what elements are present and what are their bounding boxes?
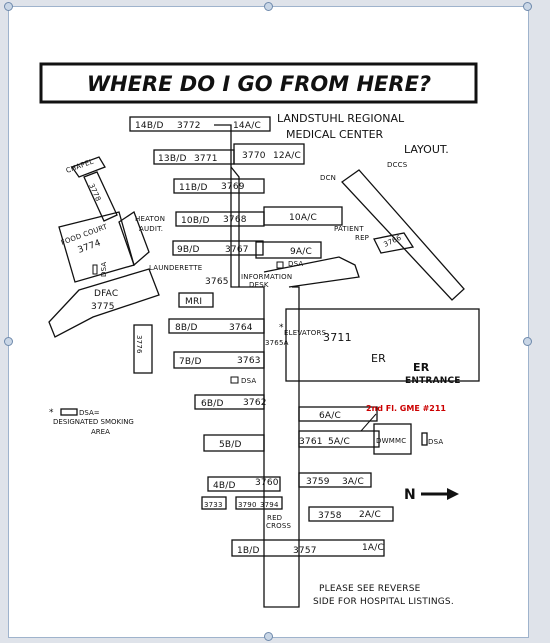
wing-5-num: 3761 — [299, 437, 323, 447]
wing-5-left: 5B/D — [219, 440, 242, 450]
block-3794: 3794 — [260, 501, 279, 509]
wing-9-num: 3767 — [225, 245, 249, 255]
wing-5-right: 5A/C — [328, 437, 350, 447]
title-box — [39, 62, 478, 104]
info-line2: DESK — [249, 281, 269, 289]
wing-10-left: 10B/D — [181, 216, 210, 226]
elevator-star: * — [279, 323, 284, 333]
elevators-label: ELEVATORS — [284, 329, 327, 337]
food-court-num: 3774 — [77, 238, 103, 256]
heaton-line2: AUDIT. — [139, 225, 163, 233]
er-entrance-line1: ER — [413, 361, 430, 374]
wing-11-num: 3769 — [221, 182, 245, 192]
dfac-num: 3775 — [91, 302, 115, 312]
wing-10-right: 10A/C — [289, 213, 317, 223]
bldg-3776: 3776 — [135, 335, 143, 354]
wing-3765-num: 3765 — [205, 277, 229, 287]
info-line1: INFORMATION — [241, 273, 292, 281]
footer-line1: PLEASE SEE REVERSE — [319, 584, 421, 594]
legend-star: * — [49, 408, 54, 418]
wing-8-num: 3764 — [229, 323, 253, 333]
wing-2-right: 2A/C — [359, 510, 381, 520]
wing-14-left: 14B/D — [135, 121, 164, 131]
facility-name-line1: LANDSTUHL REGIONAL — [277, 112, 405, 125]
gme-arrow — [360, 413, 377, 432]
wing-7-num: 3763 — [237, 356, 261, 366]
red-cross-line1: RED — [267, 514, 282, 522]
wing-14-num: 3772 — [177, 121, 201, 131]
dcn-label: DCN — [320, 174, 336, 182]
dsa-info: DSA — [288, 260, 303, 268]
wing-10-num: 3768 — [223, 215, 247, 225]
resize-handle-top-right[interactable] — [523, 2, 532, 11]
wing-6-right: 6A/C — [319, 411, 341, 421]
legend-line2: DESIGNATED SMOKING — [53, 418, 134, 426]
resize-handle-left[interactable] — [4, 337, 13, 346]
main-bldg-num: 3711 — [323, 331, 352, 344]
red-cross-line2: CROSS — [266, 522, 292, 530]
er-entrance-line2: ENTRANCE — [405, 376, 461, 386]
wing-mri: MRI — [185, 297, 202, 307]
launderette-label: LAUNDERETTE — [149, 264, 202, 272]
facility-name-line3: LAYOUT. — [404, 143, 449, 156]
wing-8-left: 8B/D — [175, 323, 198, 333]
svg-text:N: N — [404, 487, 416, 503]
chapel-num: 3778 — [87, 182, 102, 202]
legend-line3: AREA — [91, 428, 110, 436]
patient-rep-line1: PATIENT — [334, 225, 364, 233]
wing-11-left: 11B/D — [179, 183, 208, 193]
map-canvas: WHERE DO I GO FROM HERE? LANDSTUHL REGIO… — [8, 6, 529, 638]
wing-4-num: 3760 — [255, 478, 279, 488]
map-title: WHERE DO I GO FROM HERE? — [87, 72, 431, 96]
wing-6-left: 6B/D — [201, 399, 224, 409]
wing-13-left: 13B/D — [158, 154, 187, 164]
north-arrow: N — [404, 487, 459, 503]
resize-handle-bottom[interactable] — [264, 632, 273, 641]
wing-9-left: 9B/D — [177, 245, 200, 255]
heaton-line1: HEATON — [135, 215, 165, 223]
footer-line2: SIDE FOR HOSPITAL LISTINGS. — [313, 597, 454, 607]
block-3733: 3733 — [204, 501, 223, 509]
wing-6-num: 3762 — [243, 398, 267, 408]
wing-14-right: 14A/C — [233, 121, 261, 131]
dwmmc-label: DWMMC — [376, 437, 406, 445]
patient-rep-line2: REP — [355, 234, 369, 242]
wing-9-right: 9A/C — [290, 247, 312, 257]
wing-4-left: 4B/D — [213, 481, 236, 491]
resize-handle-top[interactable] — [264, 2, 273, 11]
hospital-map: WHERE DO I GO FROM HERE? LANDSTUHL REGIO… — [39, 62, 480, 608]
wing-1-left: 1B/D — [237, 546, 260, 556]
gme-note: 2nd Fl. GME #211 — [366, 404, 446, 413]
wing-12-right: 12A/C — [273, 151, 301, 161]
dsa-wing7: DSA — [241, 377, 256, 385]
num-3765a: 3765A — [265, 339, 289, 347]
wing-3-right: 3A/C — [342, 477, 364, 487]
wing-3-num: 3759 — [306, 477, 330, 487]
wing-7-left: 7B/D — [179, 357, 202, 367]
resize-handle-right[interactable] — [523, 337, 532, 346]
er-label: ER — [371, 352, 386, 365]
wing-2-num: 3758 — [318, 511, 342, 521]
block-3790: 3790 — [238, 501, 257, 509]
building-outlines — [48, 116, 480, 608]
resize-handle-top-left[interactable] — [4, 2, 13, 11]
wing-13-num: 3771 — [194, 154, 218, 164]
num-3766: 3766 — [382, 234, 403, 249]
wing-1-right: 1A/C — [362, 543, 384, 553]
wing-1-num: 3757 — [293, 546, 317, 556]
facility-name-line2: MEDICAL CENTER — [286, 128, 384, 141]
wing-labels: 14B/D 3772 14A/C 13B/D 3771 3770 12A/C 1… — [135, 121, 384, 556]
wing-12-num: 3770 — [242, 151, 266, 161]
dccs-label: DCCS — [387, 161, 408, 169]
legend-line1: DSA= — [79, 409, 100, 417]
dsa-dwmmc: DSA — [428, 438, 443, 446]
dsa-foodcourt: DSA — [100, 262, 108, 277]
dfac-label: DFAC — [94, 289, 118, 299]
